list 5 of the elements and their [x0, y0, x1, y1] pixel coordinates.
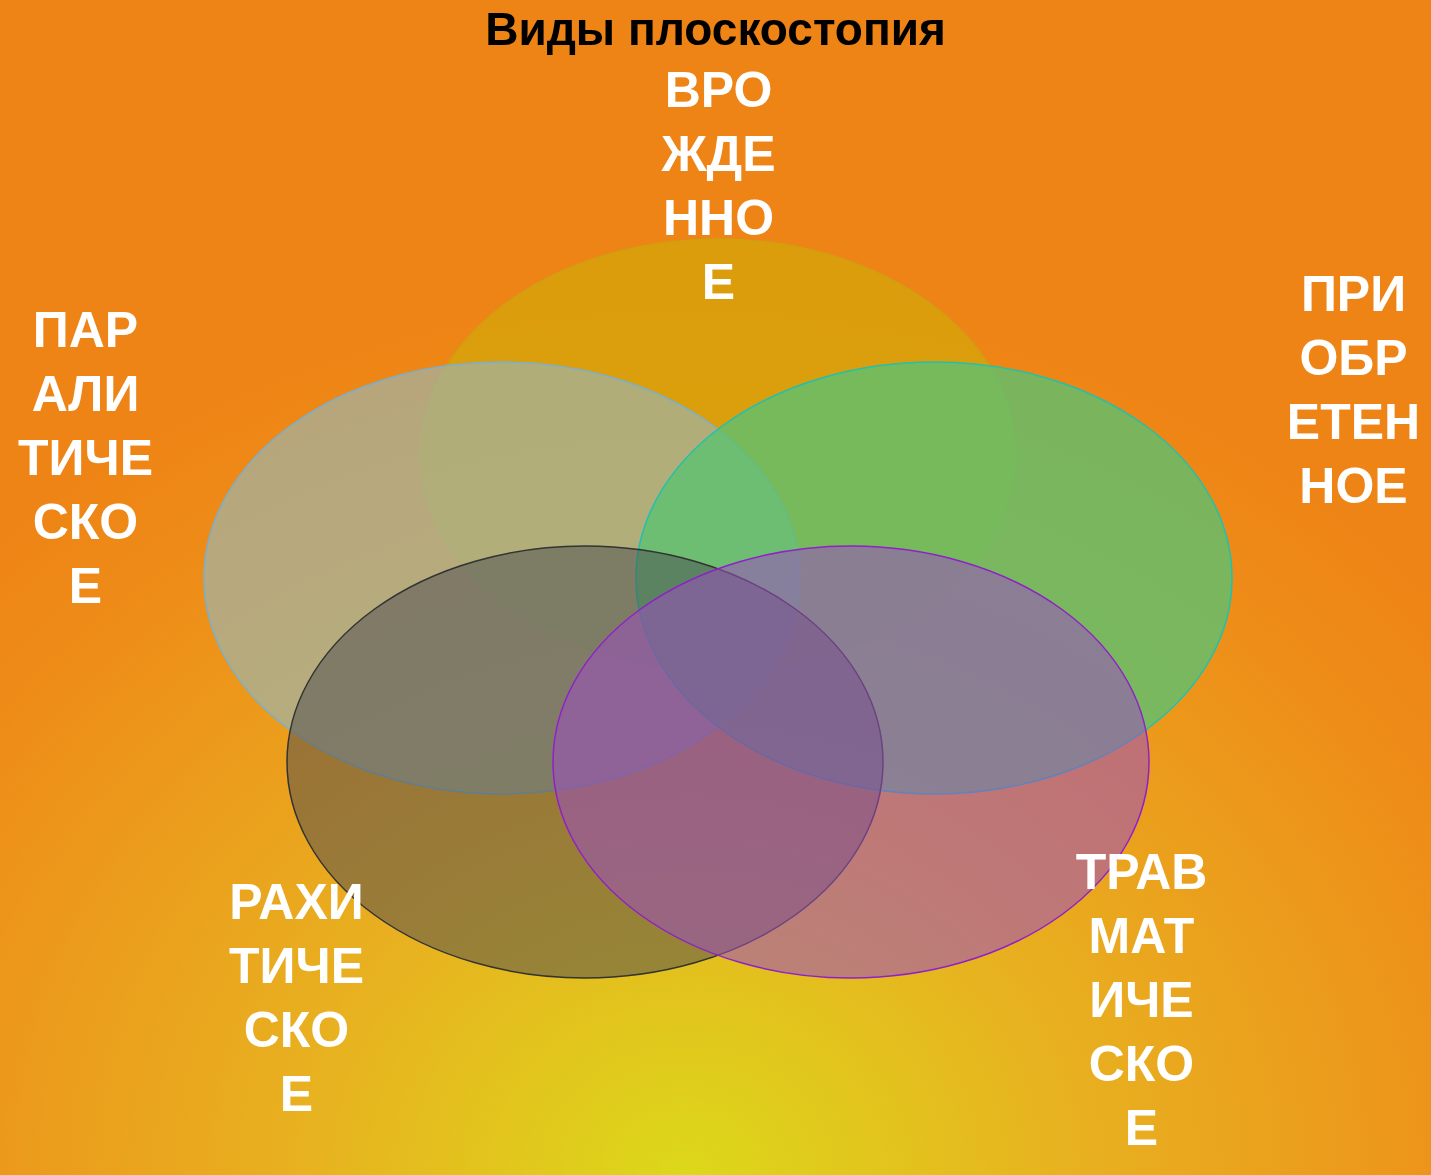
category-label: ПРИОБРЕТЕННОЕ	[1286, 265, 1421, 516]
category-label: ВРОЖДЕННОЕ	[660, 61, 777, 312]
category-label: РАХИТИЧЕСКОЕ	[229, 873, 364, 1124]
title: Виды плоскостопия	[484, 2, 947, 56]
category-label: ПАРАЛИТИЧЕСКОЕ	[18, 301, 153, 616]
